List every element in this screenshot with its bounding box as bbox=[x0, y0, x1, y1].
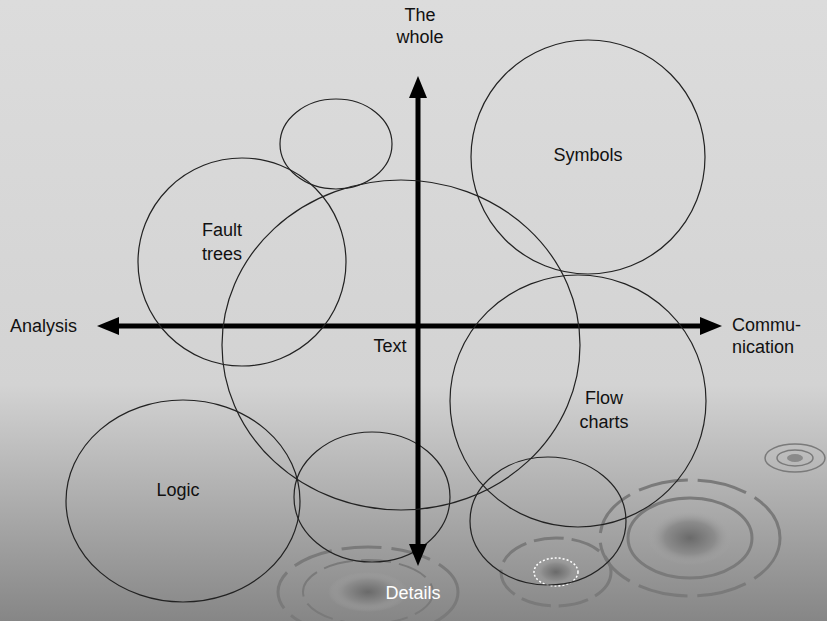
axis-label-box: Analysis bbox=[10, 315, 94, 337]
axis-label: The whole bbox=[390, 4, 450, 48]
ripples bbox=[278, 444, 825, 621]
topic-label: Fault trees bbox=[191, 218, 253, 266]
empty-circles bbox=[280, 99, 626, 585]
topic-label: Text bbox=[373, 334, 406, 358]
circle-shape bbox=[450, 275, 706, 527]
axis-label: Details bbox=[373, 582, 453, 604]
circle-shape bbox=[66, 400, 300, 602]
axis-label: Analysis bbox=[10, 315, 94, 337]
topic-label: Flow charts bbox=[573, 386, 635, 434]
topic-circle: Symbols bbox=[471, 40, 705, 274]
topic-label: Symbols bbox=[553, 143, 622, 167]
circle-shape bbox=[138, 158, 346, 366]
topic-circle: Text bbox=[222, 180, 580, 510]
circle-outline bbox=[450, 275, 706, 527]
topic-label: Logic bbox=[156, 478, 199, 502]
axis-label-box: The whole bbox=[390, 4, 450, 48]
axes bbox=[97, 76, 722, 566]
circle-outline bbox=[66, 400, 300, 602]
circle-shape bbox=[471, 40, 705, 274]
axis-label-box: Details bbox=[373, 582, 453, 604]
topic-circle: Logic bbox=[66, 400, 300, 602]
axis-label-box: Commu- nication bbox=[732, 314, 808, 358]
topic-circle: Fault trees bbox=[138, 158, 346, 366]
circle-shape bbox=[222, 180, 580, 510]
topic-circle: Flow charts bbox=[450, 275, 706, 527]
axis-label: Commu- nication bbox=[732, 314, 808, 358]
